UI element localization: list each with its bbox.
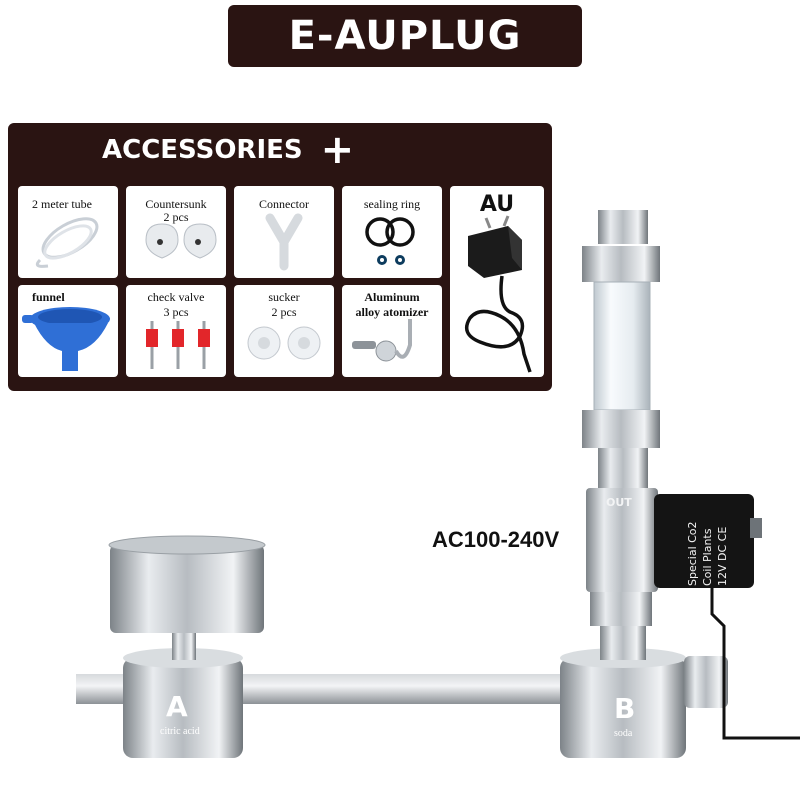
sucker-icon (247, 326, 321, 360)
tile-funnel: funnel (18, 285, 118, 377)
tile-label: 2 meter tube (32, 197, 92, 211)
cylinder-a (108, 535, 266, 758)
tile-sub: 3 pcs (163, 305, 189, 319)
tile-label: Connector (259, 197, 309, 211)
tile-sub: 2 pcs (271, 305, 297, 319)
cylinder-a-letter: A (166, 690, 188, 723)
tile-sucker: sucker 2 pcs (234, 285, 334, 377)
cylinder-b (560, 624, 728, 758)
cylinder-b-sub: soda (614, 728, 633, 739)
tile-au-plug: AU (450, 186, 544, 377)
tile-label: check valve (147, 290, 205, 304)
tile-connector: Connector (234, 186, 334, 278)
cylinder-b-letter: B (614, 692, 636, 725)
tile-sub: alloy atomizer (355, 305, 429, 319)
atomizer-icon (352, 319, 412, 362)
connector-icon (265, 213, 303, 271)
accessories-title: ACCESSORIES (102, 135, 303, 165)
solenoid-line-2: Coil Plants (700, 528, 714, 586)
tile-label: Aluminum (364, 290, 420, 304)
solenoid-line-1: Special Co2 (685, 521, 699, 586)
valve-out-label: OUT (606, 496, 632, 509)
solenoid-line-3: 12V DC CE (715, 526, 729, 586)
au-label: AU (479, 192, 515, 217)
voltage-label: AC100-240V (432, 527, 560, 552)
tile-label: Countersunk (145, 197, 207, 211)
sealing-ring-icon (365, 217, 415, 265)
accessories-panel: ACCESSORIES + 2 meter tube Countersunk 2… (8, 123, 552, 391)
power-adapter-icon (464, 215, 532, 373)
banner-title: E-AUPLUG (288, 13, 522, 59)
tile-tube: 2 meter tube (18, 186, 118, 278)
funnel-icon (22, 307, 110, 371)
tile-sealing-ring: sealing ring (342, 186, 442, 278)
title-banner: E-AUPLUG (228, 5, 582, 67)
tile-atomizer: Aluminum alloy atomizer (342, 285, 442, 377)
tube-icon (35, 217, 99, 268)
tile-countersunk: Countersunk 2 pcs (126, 186, 226, 278)
tile-label: sealing ring (363, 197, 421, 211)
accessories-heading: ACCESSORIES + (102, 130, 354, 170)
check-valve-icon (146, 321, 210, 369)
solenoid-coil (654, 494, 800, 740)
bubble-counter-column (582, 210, 660, 626)
tile-check-valve: check valve 3 pcs (126, 285, 226, 377)
cylinder-a-sub: citric acid (160, 726, 200, 737)
tile-label: sucker (268, 290, 300, 304)
tile-sub: 2 pcs (163, 210, 189, 224)
tile-label: funnel (32, 290, 65, 304)
solenoid-text: 12V DC CE Coil Plants Special Co2 (660, 504, 754, 586)
countersunk-icon (145, 223, 217, 259)
